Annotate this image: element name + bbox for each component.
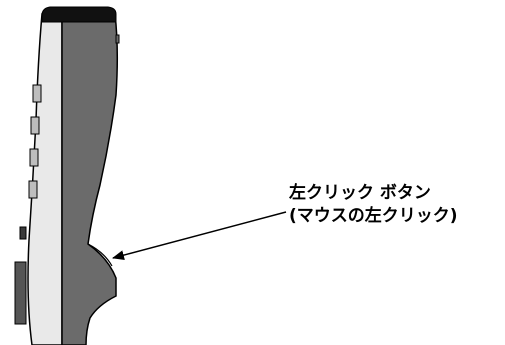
callout-subtitle: (マウスの左クリック) bbox=[289, 206, 458, 226]
callout-title: 左クリック ボタン bbox=[289, 183, 431, 203]
left-click-button-callout: 左クリック ボタン (マウスの左クリック) bbox=[289, 182, 458, 228]
device-body bbox=[61, 13, 119, 345]
back-notch bbox=[115, 34, 120, 44]
side-button bbox=[32, 84, 42, 103]
side-button bbox=[28, 180, 38, 199]
side-grip bbox=[14, 261, 27, 325]
top-cap bbox=[41, 6, 117, 23]
pointer-arrow bbox=[112, 211, 287, 261]
side-button bbox=[30, 116, 40, 135]
left-click-button bbox=[87, 243, 113, 267]
side-button bbox=[19, 226, 27, 240]
side-button bbox=[29, 148, 39, 167]
front-panel bbox=[27, 13, 63, 345]
